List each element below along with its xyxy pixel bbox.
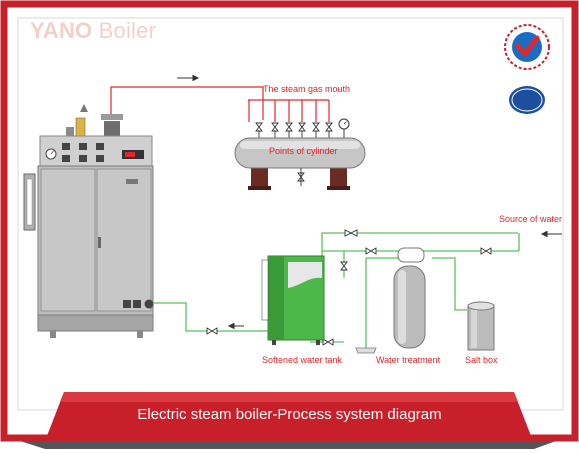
banner <box>20 392 556 449</box>
label-steam-gas-mouth: The steam gas mouth <box>263 84 351 94</box>
brand-logo: YANO Boiler <box>30 20 156 42</box>
brand-bold: YANO <box>30 18 93 43</box>
label-salt-box: Salt box <box>465 355 498 365</box>
water-treatment <box>355 247 426 354</box>
cylinder-valves-icon <box>255 122 345 138</box>
return-flow-arrow-icon <box>227 322 244 330</box>
softened-water-tank <box>261 255 325 345</box>
certification-badge-icon <box>504 24 550 70</box>
brand-regular: Boiler <box>92 18 157 43</box>
label-source-of-water: Source of water <box>499 214 563 224</box>
banner-title: Electric steam boiler-Process system dia… <box>137 406 442 423</box>
label-water-treatment: Water treatment <box>376 355 441 365</box>
iaf-badge-icon <box>509 86 545 114</box>
cylinder-gauge-icon <box>338 118 350 130</box>
salt-box <box>467 301 495 351</box>
electric-steam-boiler <box>23 104 154 338</box>
water-valves-icon <box>206 229 492 346</box>
label-points-of-cylinder: Points of cylinder <box>269 146 338 156</box>
label-softened-water-tank: Softened water tank <box>262 355 343 365</box>
steam-cylinder <box>234 137 366 190</box>
water-source-arrow-icon <box>540 230 562 238</box>
steam-flow-arrow-icon <box>177 74 200 82</box>
steam-pipe <box>110 86 330 122</box>
